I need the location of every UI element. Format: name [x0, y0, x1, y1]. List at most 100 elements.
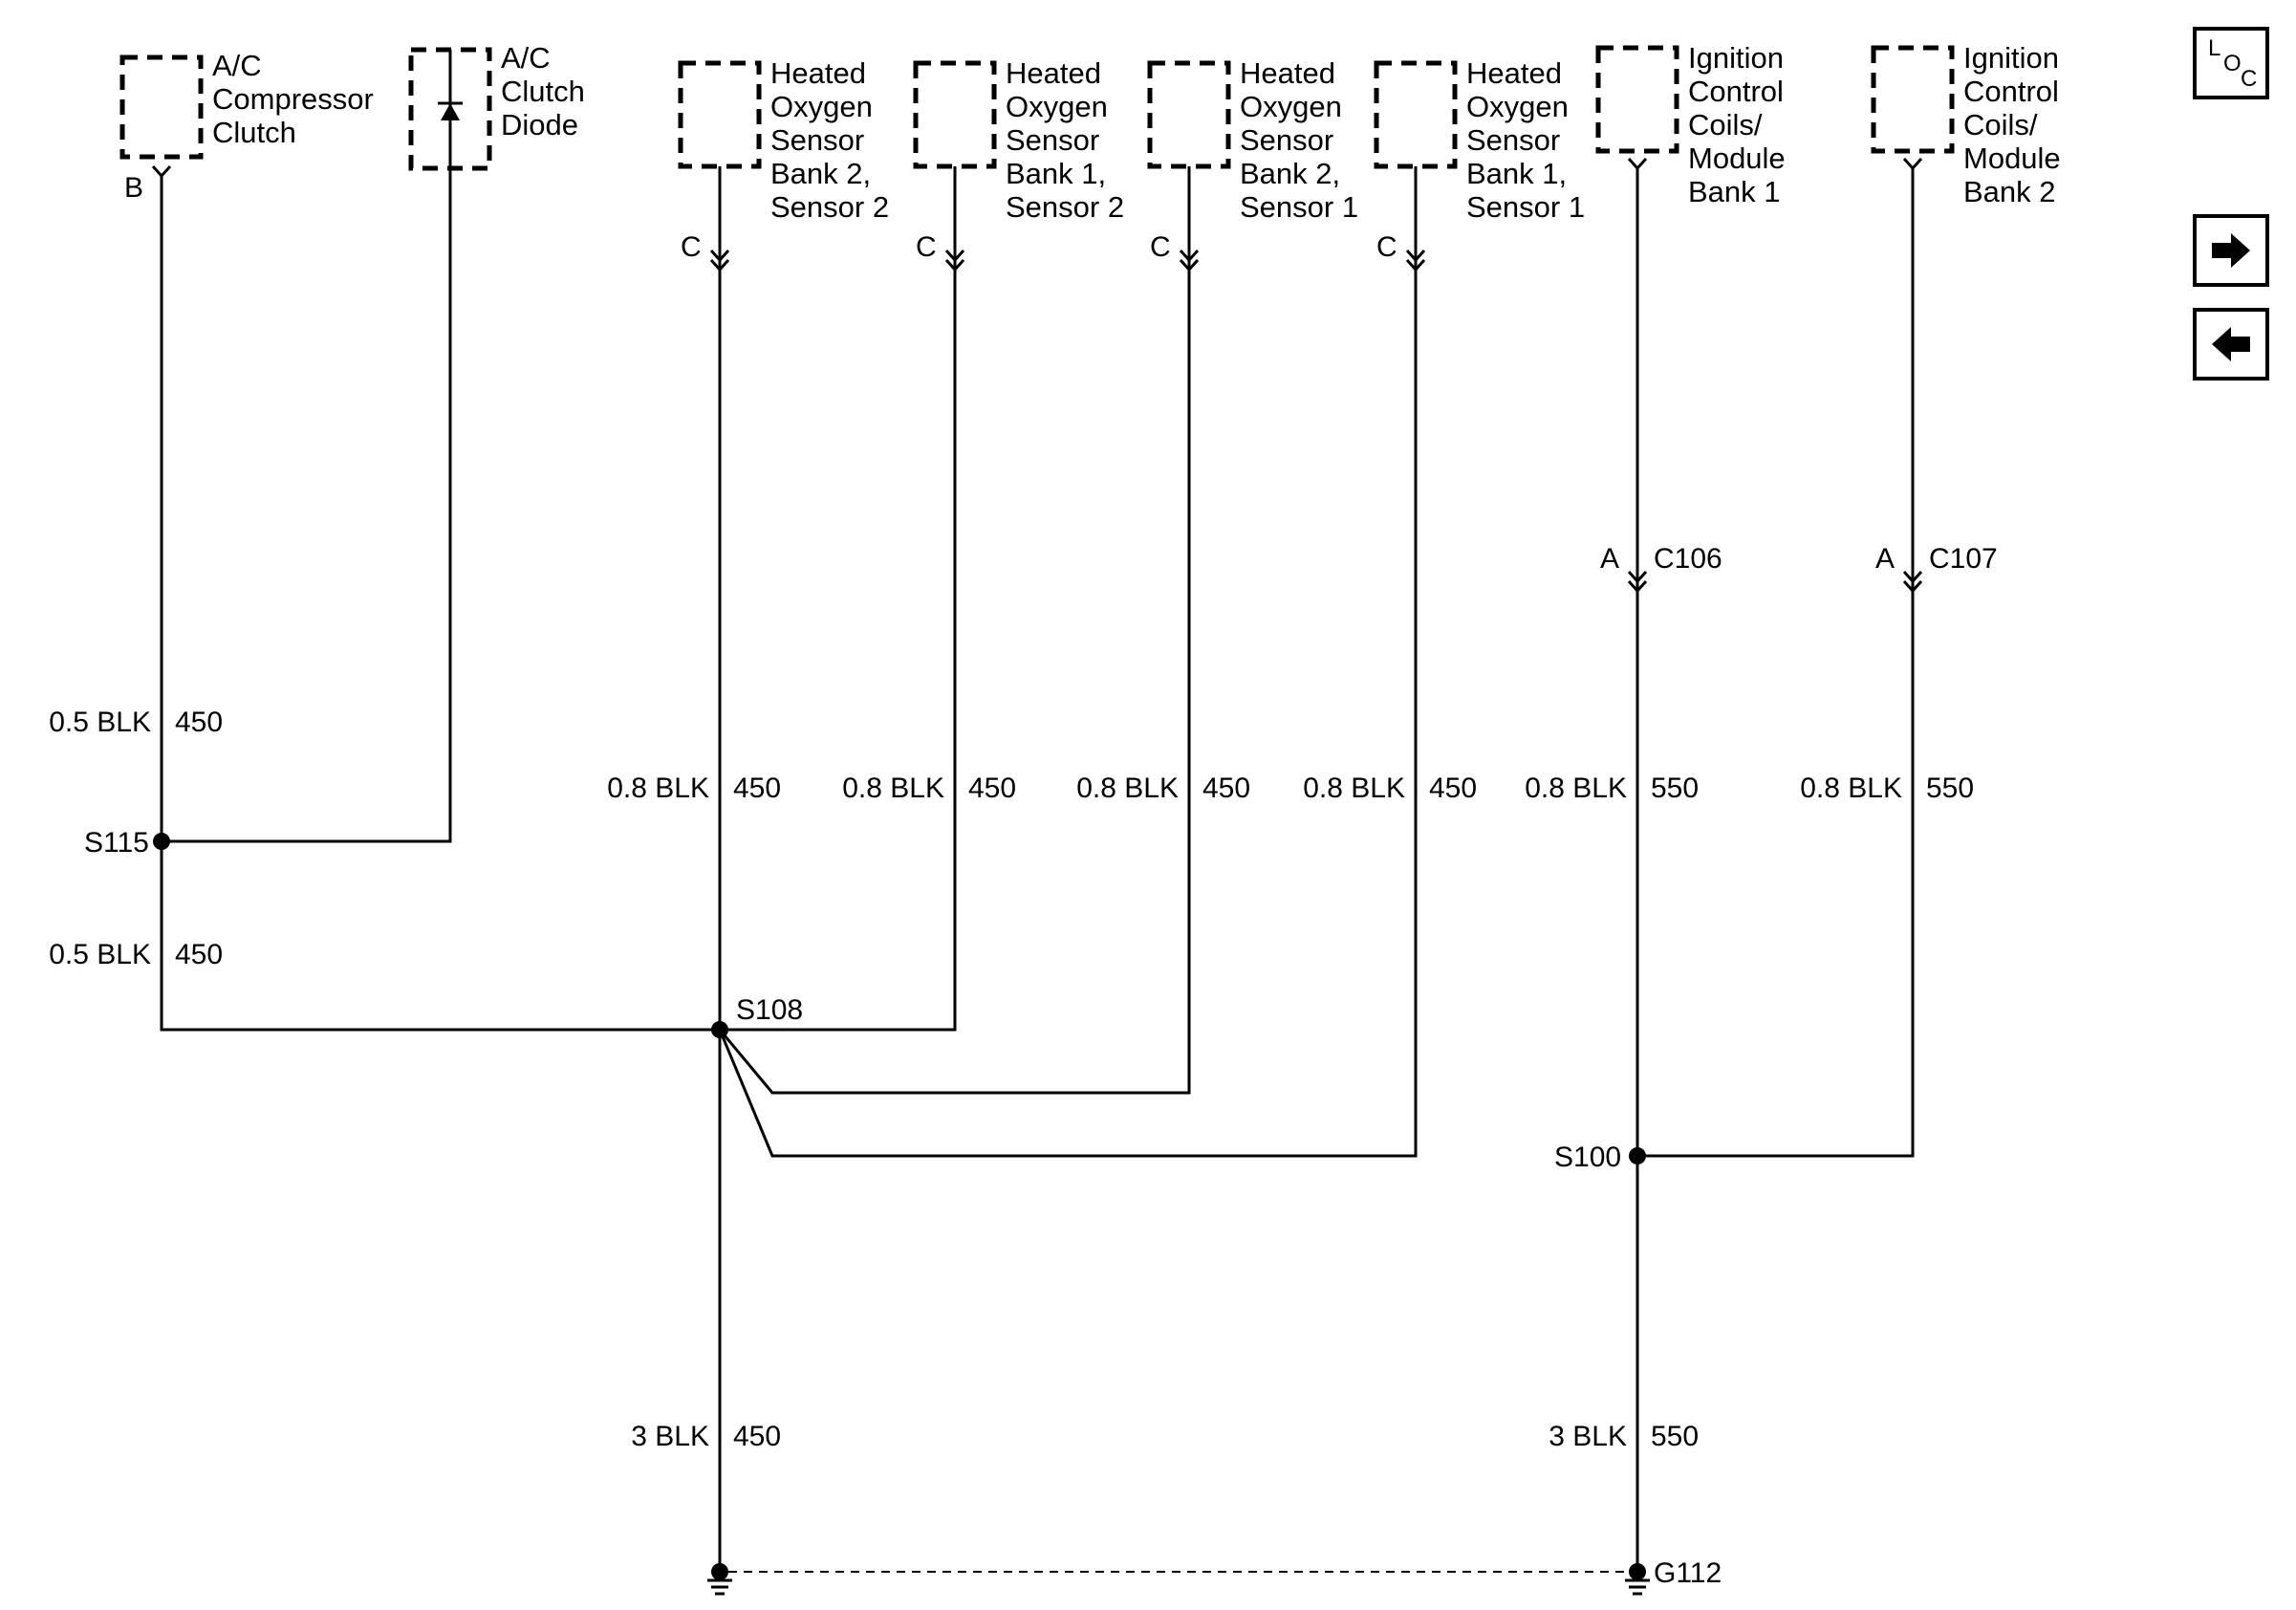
svg-text:C: C: [681, 231, 702, 263]
svg-text:Compressor: Compressor: [212, 82, 374, 116]
svg-text:C: C: [2241, 66, 2257, 92]
ac-clutch-pin-label: B: [124, 172, 143, 204]
svg-text:Sensor: Sensor: [1006, 123, 1099, 157]
next-page-button[interactable]: [2193, 214, 2269, 287]
arrow-left-icon: [2212, 327, 2250, 361]
splice-s115-dot: [153, 833, 170, 850]
svg-text:450: 450: [1429, 772, 1477, 804]
wire-label-ho2s-b1s1: 0.8 BLK 450: [1303, 772, 1477, 804]
wire-label-ho2s-b1s2: 0.8 BLK 450: [842, 772, 1016, 804]
svg-text:Sensor 2: Sensor 2: [770, 190, 889, 224]
svg-text:C106: C106: [1654, 543, 1722, 575]
wire-label-ac-lower: 0.5 BLK 450: [49, 939, 223, 970]
svg-text:Heated: Heated: [770, 56, 866, 90]
svg-text:L: L: [2208, 35, 2220, 61]
splice-s100-dot: [1629, 1147, 1646, 1164]
splice-s100-label: S100: [1554, 1142, 1621, 1173]
svg-text:Clutch: Clutch: [501, 75, 585, 108]
svg-text:Control: Control: [1688, 75, 1784, 108]
ho2s-b2s2-box: [678, 60, 762, 169]
ho2s-b1s2-box: [913, 60, 997, 169]
svg-text:Module: Module: [1688, 141, 1786, 175]
svg-text:Heated: Heated: [1240, 56, 1335, 90]
wire-ho2s-b1s2: [720, 166, 957, 1032]
ac-clutch-diode-label: A/C Clutch Diode: [501, 41, 585, 141]
svg-text:550: 550: [1926, 772, 1974, 804]
ac-compressor-clutch-box: [119, 54, 204, 160]
svg-text:0.8 BLK: 0.8 BLK: [842, 772, 944, 804]
c107-connector: A C107: [1875, 543, 1998, 594]
previous-page-button[interactable]: [2193, 308, 2269, 381]
svg-text:Bank 1,: Bank 1,: [1006, 157, 1106, 190]
svg-text:550: 550: [1651, 772, 1699, 804]
ac-clutch-pin-mark: [151, 164, 172, 179]
icm-bank1-box: [1595, 45, 1679, 154]
svg-text:Oxygen: Oxygen: [1240, 90, 1342, 123]
location-button[interactable]: L O C: [2193, 27, 2269, 99]
svg-text:Sensor 2: Sensor 2: [1006, 190, 1124, 224]
svg-text:A/C: A/C: [501, 41, 551, 75]
wire-ac-diode: [162, 168, 452, 843]
icm-bank1-pin-mark: [1627, 157, 1648, 171]
ground-right-symbol: [1625, 1563, 1650, 1596]
location-icon: L O C: [2208, 35, 2257, 92]
svg-text:Ignition: Ignition: [1963, 41, 2059, 75]
svg-text:Control: Control: [1963, 75, 2059, 108]
svg-text:Module: Module: [1963, 141, 2061, 175]
svg-text:0.8 BLK: 0.8 BLK: [607, 772, 709, 804]
ac-clutch-diode-box: [408, 47, 492, 171]
arrow-right-icon: [2212, 233, 2250, 268]
svg-text:Diode: Diode: [501, 108, 578, 141]
svg-text:0.5 BLK: 0.5 BLK: [49, 939, 151, 970]
svg-text:Heated: Heated: [1466, 56, 1562, 90]
splice-s115-label: S115: [84, 827, 149, 859]
svg-text:Bank 2,: Bank 2,: [1240, 157, 1340, 190]
svg-text:Sensor: Sensor: [1240, 123, 1333, 157]
icm-bank2-label: Ignition Control Coils/ Module Bank 2: [1963, 41, 2061, 208]
svg-text:Sensor: Sensor: [770, 123, 864, 157]
svg-text:A: A: [1875, 543, 1895, 575]
svg-text:0.8 BLK: 0.8 BLK: [1800, 772, 1902, 804]
ho2s-b2s1-box: [1147, 60, 1231, 169]
svg-text:C107: C107: [1929, 543, 1998, 575]
svg-text:450: 450: [968, 772, 1016, 804]
svg-text:Heated: Heated: [1006, 56, 1101, 90]
svg-text:C: C: [1150, 231, 1171, 263]
wire-label-icm-b1: 0.8 BLK 550: [1525, 772, 1699, 804]
svg-text:Bank 2,: Bank 2,: [770, 157, 871, 190]
svg-text:Coils/: Coils/: [1963, 108, 2038, 141]
svg-text:3 BLK: 3 BLK: [1549, 1421, 1627, 1452]
svg-text:0.8 BLK: 0.8 BLK: [1076, 772, 1179, 804]
wire-ac-clutch: [160, 176, 720, 1032]
svg-text:A: A: [1600, 543, 1619, 575]
ho2s-b1s2-label: Heated Oxygen Sensor Bank 1, Sensor 2: [1006, 56, 1124, 224]
svg-text:450: 450: [1202, 772, 1250, 804]
ho2s-b1s1-label: Heated Oxygen Sensor Bank 1, Sensor 1: [1466, 56, 1585, 224]
svg-text:Bank 1,: Bank 1,: [1466, 157, 1567, 190]
splice-s108-label: S108: [736, 994, 803, 1026]
svg-text:Oxygen: Oxygen: [1006, 90, 1108, 123]
svg-text:450: 450: [175, 707, 223, 738]
ho2s-b2s1-label: Heated Oxygen Sensor Bank 2, Sensor 1: [1240, 56, 1358, 224]
svg-text:C: C: [1376, 231, 1397, 263]
c106-connector: A C106: [1600, 543, 1722, 594]
wire-label-ho2s-b2s1: 0.8 BLK 450: [1076, 772, 1250, 804]
splice-s108-dot: [711, 1021, 728, 1038]
svg-text:Oxygen: Oxygen: [1466, 90, 1569, 123]
ground-g112-label: G112: [1654, 1557, 1722, 1589]
svg-text:C: C: [916, 231, 937, 263]
svg-text:Coils/: Coils/: [1688, 108, 1763, 141]
wire-ho2s-b1s1: [718, 166, 1418, 1158]
svg-text:0.5 BLK: 0.5 BLK: [49, 707, 151, 738]
wire-icm-b2: [1637, 168, 1915, 1158]
wire-label-ho2s-b2s2: 0.8 BLK 450: [607, 772, 781, 804]
svg-text:Oxygen: Oxygen: [770, 90, 873, 123]
svg-text:Sensor: Sensor: [1466, 123, 1560, 157]
svg-text:Ignition: Ignition: [1688, 41, 1784, 75]
icm-bank2-box: [1871, 45, 1955, 154]
svg-text:Sensor 1: Sensor 1: [1466, 190, 1585, 224]
svg-text:450: 450: [175, 939, 223, 970]
ho2s-b1s1-box: [1374, 60, 1458, 169]
wire-label-ground-550: 3 BLK 550: [1549, 1421, 1699, 1452]
